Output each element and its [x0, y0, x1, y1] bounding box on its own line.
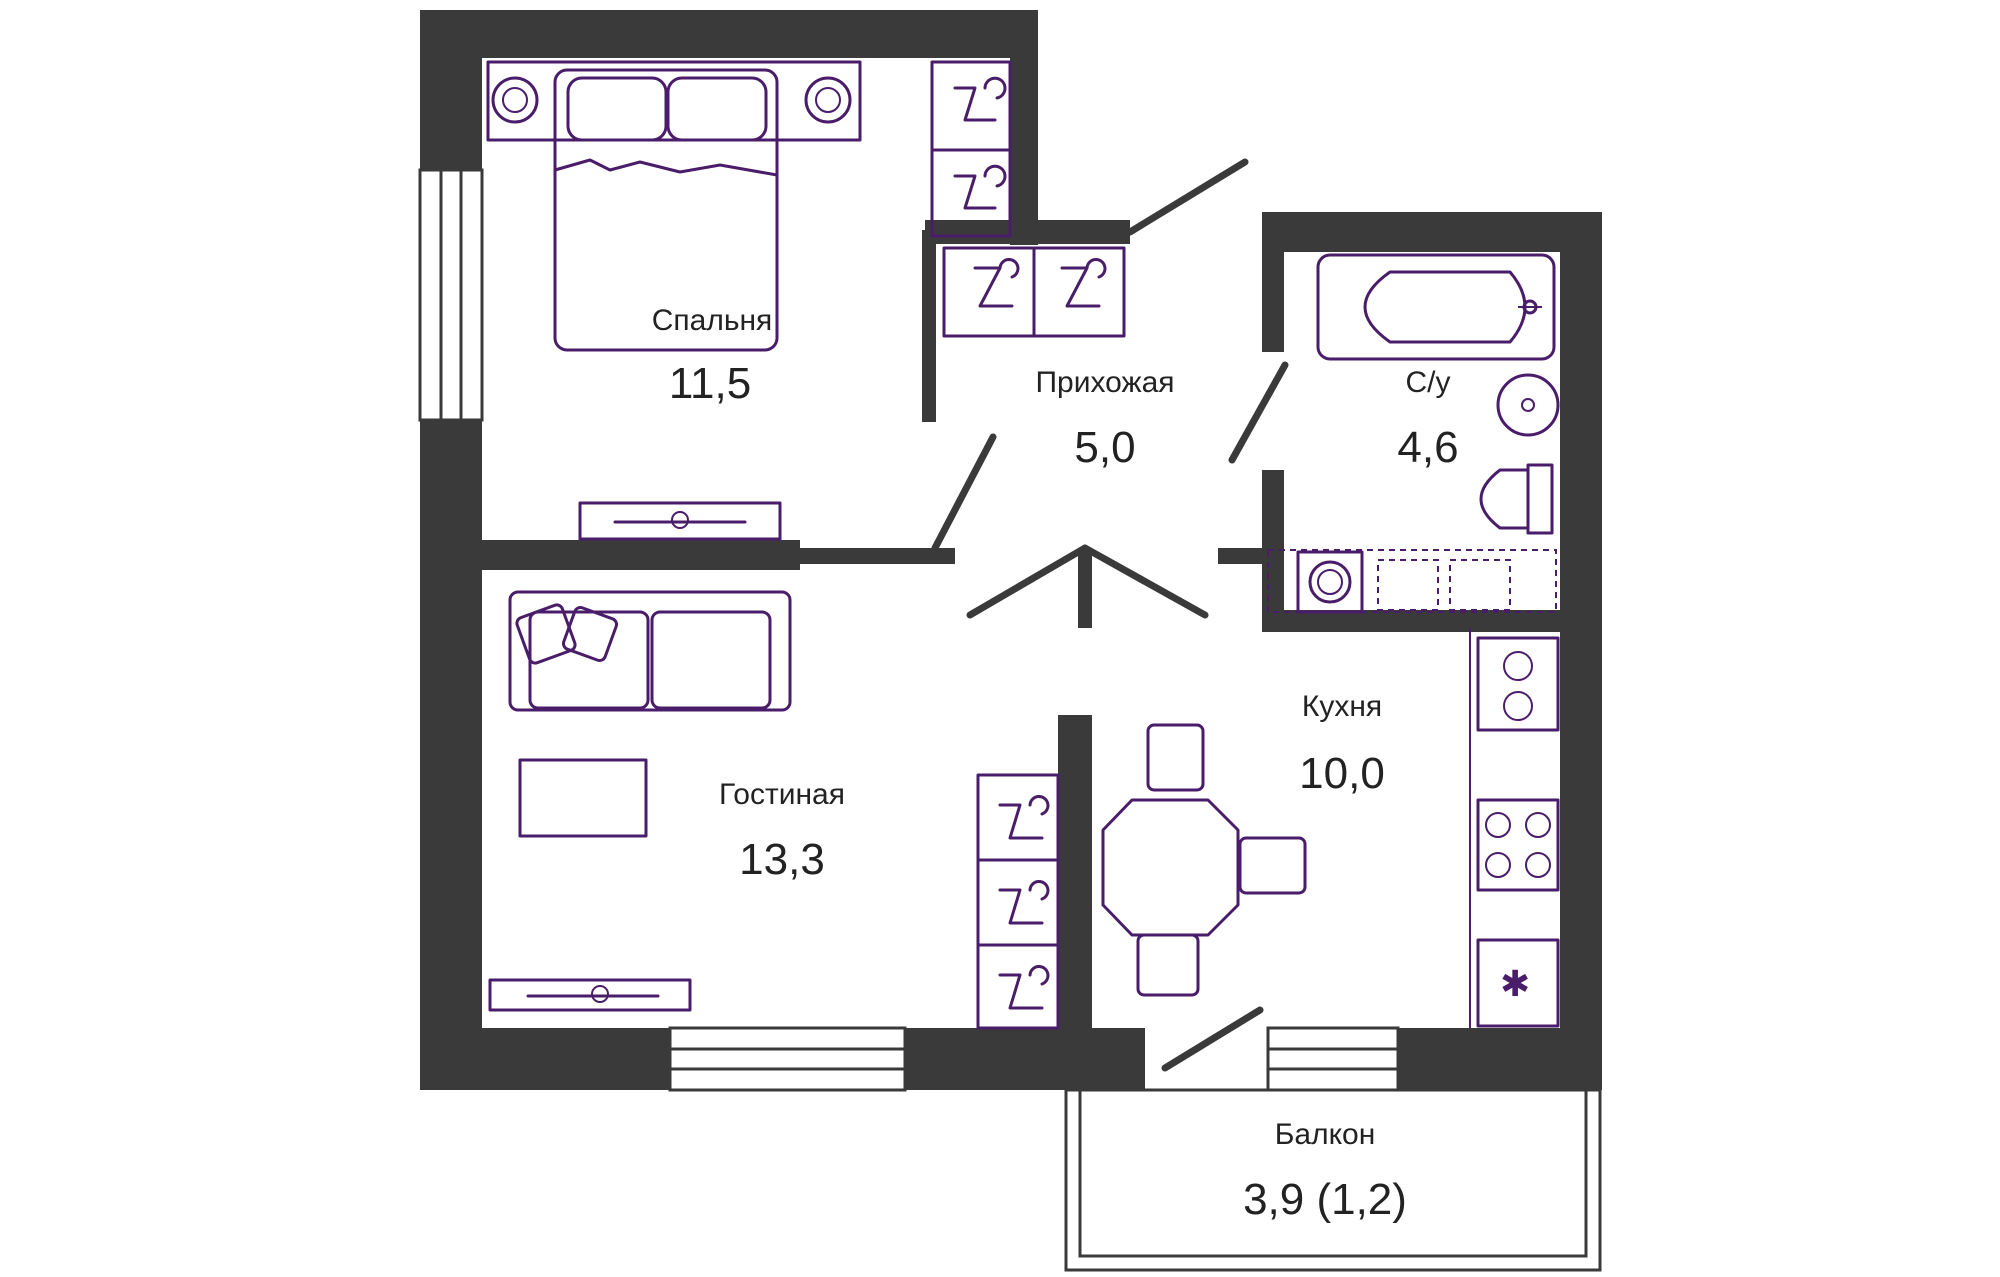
lamp-icon	[804, 76, 852, 124]
wall-bath-left-bottom	[1262, 470, 1284, 622]
wall-right-outer	[1560, 212, 1602, 1090]
bathroom-furniture	[1267, 253, 1560, 614]
room-name-kitchen: Кухня	[1302, 690, 1382, 723]
wall-bath-bottom	[1262, 610, 1602, 632]
wall-bedroom-living	[420, 540, 800, 570]
tv-stand-icon	[578, 501, 782, 541]
wall-living-kitchen	[1058, 715, 1092, 1090]
washing-machine-icon	[1296, 550, 1364, 614]
room-name-hallway: Прихожая	[1035, 366, 1174, 399]
room-name-bathroom: С/у	[1406, 366, 1451, 399]
room-name-bedroom: Спальня	[652, 304, 773, 337]
bedroom-furniture	[486, 60, 1012, 541]
door-bathroom	[1228, 361, 1289, 464]
lamp-icon	[491, 76, 539, 124]
wall-bottom-left	[420, 1028, 670, 1090]
sink-icon	[1496, 373, 1560, 437]
wardrobe-icon	[930, 60, 1012, 152]
wardrobe-icon	[976, 858, 1060, 947]
wall-balcony-right	[1560, 1028, 1602, 1090]
wall-top-bedroom	[420, 10, 1035, 58]
room-area-living: 13,3	[739, 835, 825, 884]
wall-bedroom-living-short	[800, 548, 955, 564]
room-area-hallway: 5,0	[1074, 423, 1135, 472]
wall-bath-left-top	[1262, 212, 1284, 352]
door-balcony	[1161, 1006, 1264, 1072]
bathtub-icon	[1316, 253, 1556, 361]
room-area-balcony: 3,9 (1,2)	[1243, 1175, 1407, 1224]
wardrobe-icon	[1032, 246, 1126, 338]
wardrobe-icon	[976, 773, 1060, 862]
room-labels: Спальня 11,5 Прихожая 5,0 С/у 4,6 Гостин…	[652, 304, 1459, 1224]
balcony-outline	[1064, 1088, 1602, 1272]
room-area-bathroom: 4,6	[1397, 423, 1458, 472]
room-name-balcony: Балкон	[1275, 1118, 1376, 1151]
dining-table-icon	[1101, 798, 1240, 937]
bed-icon	[553, 68, 779, 352]
rug-icon	[518, 758, 648, 838]
wall-left-upper	[420, 10, 482, 170]
chair-icon	[1146, 723, 1205, 792]
kitchen-furniture: ✱	[1101, 628, 1560, 1028]
chair-icon	[1238, 836, 1307, 895]
wall-bedroom-right-top	[1010, 10, 1038, 245]
toilet-icon	[1479, 468, 1530, 530]
walls	[420, 10, 1602, 1090]
door-living-left	[966, 544, 1089, 619]
wall-bath-top	[1262, 212, 1602, 252]
window-living	[668, 1026, 907, 1092]
stove-icon	[1476, 798, 1560, 892]
sofa-icon	[508, 590, 792, 712]
wall-bath-stub	[1218, 548, 1284, 564]
door-entrance	[1126, 158, 1249, 236]
svg-text:✱: ✱	[1500, 964, 1530, 1005]
wall-left-lower	[420, 420, 482, 1090]
chair-icon	[1136, 933, 1200, 997]
tv-stand-icon	[488, 978, 692, 1012]
pillow-icon	[566, 76, 668, 142]
wardrobe-icon	[930, 148, 1012, 238]
fridge-icon	[1476, 938, 1560, 1028]
windows	[418, 168, 1400, 1092]
pillow-icon	[666, 76, 768, 142]
headboard	[486, 60, 862, 142]
door-bedroom	[931, 433, 997, 552]
hob-icon	[1476, 636, 1560, 732]
wardrobe-icon	[976, 943, 1060, 1030]
window-bedroom	[418, 168, 484, 422]
wall-bedroom-hall	[922, 230, 936, 422]
hallway-furniture	[942, 246, 1126, 338]
wall-bottom-mid	[905, 1028, 1145, 1090]
wall-partition-thin	[1078, 548, 1092, 628]
toilet-tank-icon	[1526, 463, 1554, 535]
room-name-living: Гостиная	[719, 778, 845, 811]
room-area-bedroom: 11,5	[669, 359, 751, 408]
wall-hall-top	[925, 220, 1130, 244]
door-living-right	[1081, 544, 1209, 619]
doors	[931, 158, 1289, 1072]
window-kitchen	[1266, 1026, 1400, 1092]
living-furniture	[488, 590, 1060, 1030]
cushion-icon	[561, 605, 619, 663]
room-area-kitchen: 10,0	[1299, 749, 1385, 798]
